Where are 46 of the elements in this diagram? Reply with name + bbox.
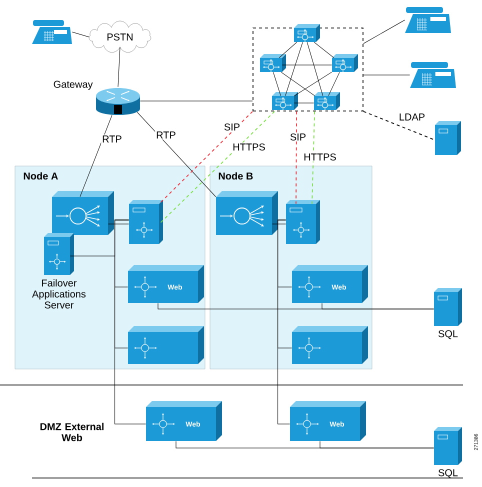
server-icon xyxy=(129,200,163,244)
connector-line xyxy=(140,100,253,102)
dashed-connector xyxy=(312,110,316,204)
connector-line xyxy=(282,64,332,66)
dashed-connector xyxy=(362,110,436,140)
connector-line xyxy=(294,72,332,96)
device-box xyxy=(292,326,368,364)
connector-line xyxy=(273,72,281,96)
connector-line xyxy=(72,32,90,38)
connector-line xyxy=(80,114,112,198)
connector-line xyxy=(136,112,216,198)
server-icon xyxy=(314,92,340,114)
cloud: PSTN xyxy=(88,20,152,53)
dashed-connector xyxy=(158,110,254,204)
server-icon xyxy=(435,121,461,155)
phone-icon xyxy=(410,62,456,88)
connector-line xyxy=(306,42,324,96)
edge-label: SIP xyxy=(288,132,308,142)
device-box xyxy=(216,191,278,235)
connector-line xyxy=(280,72,316,96)
connector-line xyxy=(320,440,434,448)
dashed-connector xyxy=(158,110,276,224)
device-box xyxy=(52,191,114,235)
phone-icon xyxy=(405,7,451,33)
server-icon xyxy=(286,200,320,244)
connector-line xyxy=(294,102,314,104)
connector-line xyxy=(328,72,340,96)
edge-label: HTTPS xyxy=(232,142,266,152)
edge-label: RTP xyxy=(155,130,177,140)
edge-label: RTP xyxy=(101,134,123,144)
device-box xyxy=(128,326,204,364)
connector-line xyxy=(322,302,434,310)
connector-line xyxy=(278,42,298,58)
zone-label: DMZ External Web xyxy=(40,422,104,442)
connector-line xyxy=(285,42,303,96)
connector-line xyxy=(314,42,334,58)
connector-line xyxy=(363,74,410,76)
phone-icon xyxy=(32,20,72,44)
edge-label: LDAP xyxy=(398,112,426,122)
server-icon xyxy=(272,92,298,114)
dashed-connector xyxy=(296,110,298,204)
edge-label: HTTPS xyxy=(302,152,338,162)
connector-line xyxy=(114,220,146,424)
edge-label: SIP xyxy=(222,122,242,132)
connector-line xyxy=(278,220,290,424)
device-box xyxy=(252,28,364,112)
